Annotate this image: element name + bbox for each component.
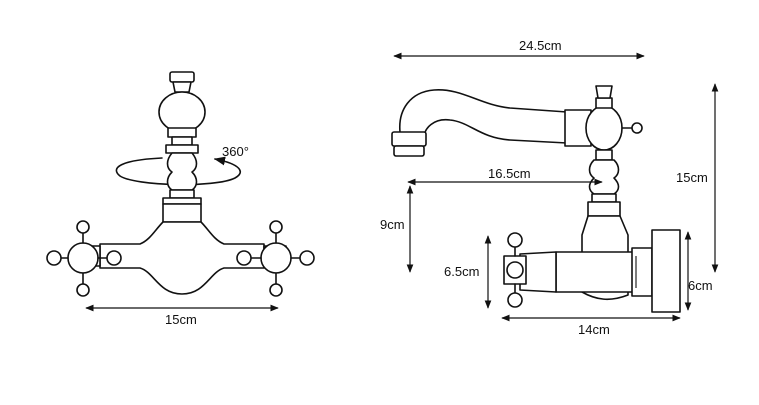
body-depth-label: 14cm — [578, 322, 610, 337]
body-height-dimension: 9cm — [380, 185, 414, 273]
body-depth-dimension: 14cm — [501, 314, 681, 337]
total-height-dimension: 15cm — [676, 83, 719, 273]
total-height-label: 15cm — [676, 170, 708, 185]
side-cross-handle — [503, 232, 527, 308]
side-column — [587, 149, 621, 217]
swivel-spout — [391, 85, 643, 157]
front-width-dimension: 15cm — [85, 304, 279, 327]
flange-height-label: 6cm — [688, 278, 713, 293]
spout-reach-label: 24.5cm — [519, 38, 562, 53]
flange-height-dimension: 6cm — [684, 231, 713, 311]
inlet-height-label: 6.5cm — [444, 264, 479, 279]
front-view: 360° — [46, 71, 315, 327]
spout-to-body-dimension: 16.5cm — [407, 166, 603, 186]
rotation-label: 360° — [222, 144, 249, 159]
front-spout-column — [158, 71, 206, 223]
spout-reach-dimension: 24.5cm — [393, 38, 645, 60]
spout-to-body-label: 16.5cm — [488, 166, 531, 181]
right-cross-handle — [236, 220, 315, 297]
inlet-height-dimension: 6.5cm — [444, 235, 492, 309]
left-cross-handle — [46, 220, 122, 297]
side-view: 24.5cm — [380, 38, 719, 337]
front-width-label: 15cm — [165, 312, 197, 327]
side-body — [519, 215, 681, 313]
body-height-label: 9cm — [380, 217, 405, 232]
